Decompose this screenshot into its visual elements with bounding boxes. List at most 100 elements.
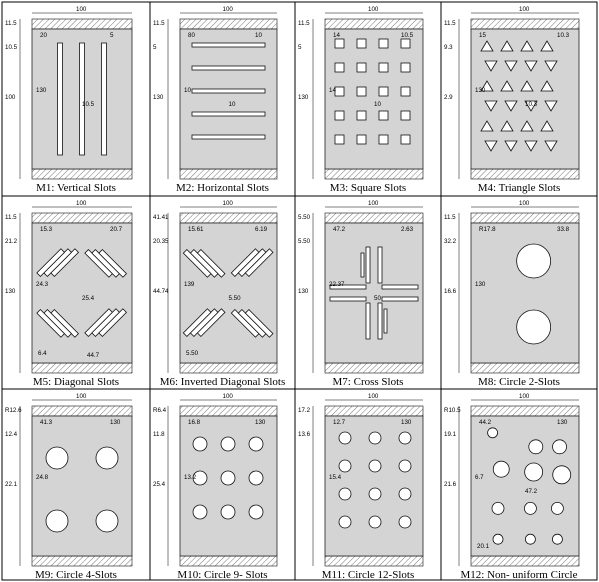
panel-caption: M6: Inverted Diagonal Slots [160, 376, 286, 388]
triangle-slot [480, 40, 494, 52]
circle-slot [552, 465, 572, 485]
dimension-label: 5 [110, 32, 114, 39]
triangle-slot [520, 80, 534, 92]
dimension-label: 15.3 [40, 226, 53, 233]
dimension-label: 9.3 [444, 44, 453, 51]
top-grip [324, 18, 424, 30]
dimension-label: 6.7 [475, 474, 484, 481]
dimension-label: 6.4 [38, 350, 47, 357]
square-slot [378, 38, 389, 49]
bottom-grip [31, 555, 133, 567]
panel-caption: M2: Horizontal Slots [176, 182, 269, 194]
circle-slot [45, 509, 69, 533]
circle-slot [528, 439, 544, 455]
top-grip [179, 212, 278, 224]
square-slot [356, 62, 367, 73]
triangle-slot [540, 80, 554, 92]
panel-caption: M9: Circle 4-Slots [35, 569, 117, 581]
square-slot [378, 86, 389, 97]
dimension-label: 22.1 [5, 481, 18, 488]
dimension-label: 10.5 [401, 32, 414, 39]
dimension-label: 20 [40, 32, 47, 39]
dimension-label: 16.8 [188, 419, 201, 426]
square-slot [378, 134, 389, 145]
dimension-label: 11.5 [5, 214, 17, 221]
panel-caption: M5: Diagonal Slots [33, 376, 119, 388]
circle-slot [492, 460, 510, 478]
vertical-slot [79, 42, 85, 156]
square-slot [356, 110, 367, 121]
dimension-label: 11.8 [153, 431, 165, 438]
width-dim-label: 100 [368, 6, 379, 13]
square-slot [334, 134, 345, 145]
dimension-label: R6.4 [153, 407, 167, 414]
bottom-grip [179, 555, 278, 567]
triangle-slot [540, 120, 554, 132]
circle-slot [368, 487, 382, 501]
triangle-slot [524, 140, 538, 152]
circle-slot [220, 436, 236, 452]
specimen-plate [31, 415, 133, 557]
circle-slot [524, 501, 537, 515]
triangle-slot [484, 100, 498, 112]
dimension-label: 25.4 [153, 481, 166, 488]
dimension-label: 50 [374, 295, 381, 302]
specimen-plate [324, 222, 424, 364]
circle-slot [398, 431, 412, 445]
square-slot [378, 110, 389, 121]
dimension-label: 10.3 [525, 101, 538, 108]
diagonal-slot [182, 308, 212, 338]
horizontal-slot [191, 42, 266, 48]
dimension-label: R12.6 [5, 407, 22, 414]
dimension-label: 11.5 [153, 20, 165, 27]
dimension-label: 2.9 [444, 94, 453, 101]
dimension-label: 14 [329, 87, 336, 94]
square-slot [356, 38, 367, 49]
horizontal-slot [191, 65, 266, 71]
specimen-plate [324, 28, 424, 170]
horizontal-slot [191, 88, 266, 94]
dimension-label: 44.7 [87, 352, 100, 359]
panel-caption: M4: Triangle Slots [478, 182, 561, 194]
circle-slot [492, 533, 504, 545]
circle-slot [491, 501, 505, 515]
circle-slot [552, 439, 567, 455]
dimension-label: 2.63 [401, 226, 414, 233]
circle-slot [338, 487, 352, 501]
width-dim-label: 100 [368, 393, 379, 400]
triangle-slot [500, 80, 514, 92]
circle-slot [368, 515, 382, 529]
top-grip [470, 405, 580, 417]
triangle-slot [500, 120, 514, 132]
triangle-slot [520, 40, 534, 52]
circle-slot [516, 309, 552, 345]
diagonal-slot [182, 248, 212, 278]
panel-caption: M1: Vertical Slots [36, 182, 116, 194]
circle-slot [398, 515, 412, 529]
dimension-label: 47.2 [333, 226, 346, 233]
width-dim-label: 100 [76, 200, 87, 207]
diagonal-slot [244, 248, 274, 278]
circle-slot [525, 533, 536, 545]
square-slot [334, 62, 345, 73]
circle-slot [551, 501, 564, 515]
circle-slot [338, 431, 352, 445]
cross-horizontal-slot [329, 284, 367, 290]
dimension-label: 5.50 [298, 238, 311, 245]
cross-short-slot [383, 308, 388, 334]
panel-caption: M3: Square Slots [330, 182, 406, 194]
square-slot [400, 86, 411, 97]
dimension-label: 44.2 [479, 419, 492, 426]
dimension-label: 10 [229, 101, 236, 108]
top-grip [31, 212, 133, 224]
dimension-label: 100 [5, 94, 16, 101]
bottom-grip [470, 555, 580, 567]
width-dim-label: 100 [76, 6, 87, 13]
dimension-label: 6.19 [255, 226, 268, 233]
